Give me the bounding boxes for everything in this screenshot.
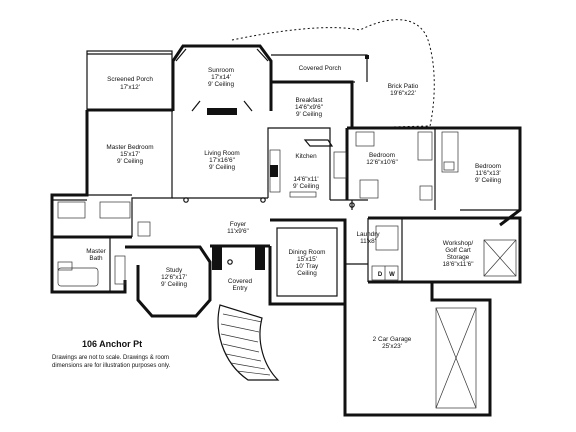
bedroom-2-name: Bedroom (475, 163, 501, 170)
living-room-ceiling: 9' Ceiling (209, 164, 236, 171)
workshop-name: Workshop/ (443, 240, 474, 247)
kitchen-ceiling: 9' Ceiling (293, 183, 320, 190)
covered-porch-name: Covered Porch (299, 65, 342, 72)
disclaimer-line-1: Drawings are not to scale. Drawings & ro… (52, 355, 169, 361)
dryer-label: D (378, 272, 383, 278)
bedroom-2-ceiling: 9' Ceiling (475, 177, 502, 184)
fixtures (57, 131, 517, 409)
sunroom-name: Sunroom (208, 67, 234, 74)
foyer-name: Foyer (230, 221, 247, 228)
room-labels: Screened Porch 17'x12' Sunroom 17'x14' 9… (86, 65, 501, 350)
study-size: 12'6"x17' (161, 274, 187, 281)
foyer-size: 11'x9'6" (227, 228, 249, 235)
brick-patio-size: 19'6"x22' (390, 90, 416, 97)
living-room-size: 17'x16'6" (209, 157, 235, 164)
washer-label: W (389, 272, 395, 278)
sunroom (171, 44, 273, 115)
covered-entry-name: Covered (228, 278, 253, 285)
dining-room-size: 15'x15' (297, 256, 317, 263)
front-stairs (217, 304, 280, 381)
plan-title: 106 Anchor Pt (82, 339, 142, 349)
screened-porch-name: Screened Porch (107, 76, 153, 83)
bedroom-2-size: 11'6"x13' (475, 170, 500, 177)
disclaimer-line-2: dimensions are for illustration purposes… (52, 363, 171, 369)
study-name: Study (166, 267, 183, 274)
dining-room-ceiling2: Ceiling (297, 270, 317, 277)
dining-room-ceiling: 10' Tray (296, 263, 319, 270)
breakfast-name: Breakfast (296, 97, 323, 104)
exterior-walls (50, 80, 522, 417)
covered-entry-name2: Entry (233, 285, 249, 292)
master-bedroom-size: 15'x17' (120, 151, 140, 158)
master-bedroom-name: Master Bedroom (106, 144, 153, 151)
kitchen-name: Kitchen (295, 153, 317, 160)
breakfast-size: 14'6"x9'6" (295, 104, 323, 111)
kitchen-size: 14'6"x11' (293, 176, 318, 183)
workshop-size: 18'6"x11'6" (442, 261, 473, 268)
master-bath-name: Master (86, 248, 106, 255)
bedroom-1-size: 12'6"x10'6" (366, 159, 398, 166)
laundry-size: 11'x8' (360, 238, 376, 245)
master-bath-name2: Bath (89, 255, 103, 262)
brick-patio-name: Brick Patio (388, 83, 419, 90)
brick-patio-boundary (231, 19, 435, 129)
sunroom-size: 17'x14' (211, 74, 231, 81)
screened-porch-size: 17'x12' (120, 84, 140, 91)
study-ceiling: 9' Ceiling (161, 281, 188, 288)
bedroom-1-name: Bedroom (369, 152, 395, 159)
garage-name: 2 Car Garage (373, 336, 412, 343)
garage-size: 25'x23' (382, 343, 402, 350)
workshop-name2: Golf Cart (445, 247, 471, 254)
interior-walls (52, 110, 520, 292)
dining-room-name: Dining Room (289, 249, 326, 256)
living-room-name: Living Room (204, 150, 240, 157)
master-bedroom-ceiling: 9' Ceiling (117, 158, 144, 165)
breakfast-ceiling: 9' Ceiling (296, 111, 323, 118)
laundry-name: Laundry (356, 231, 380, 238)
sunroom-ceiling: 9' Ceiling (208, 81, 235, 88)
workshop-name3: Storage (447, 254, 470, 261)
